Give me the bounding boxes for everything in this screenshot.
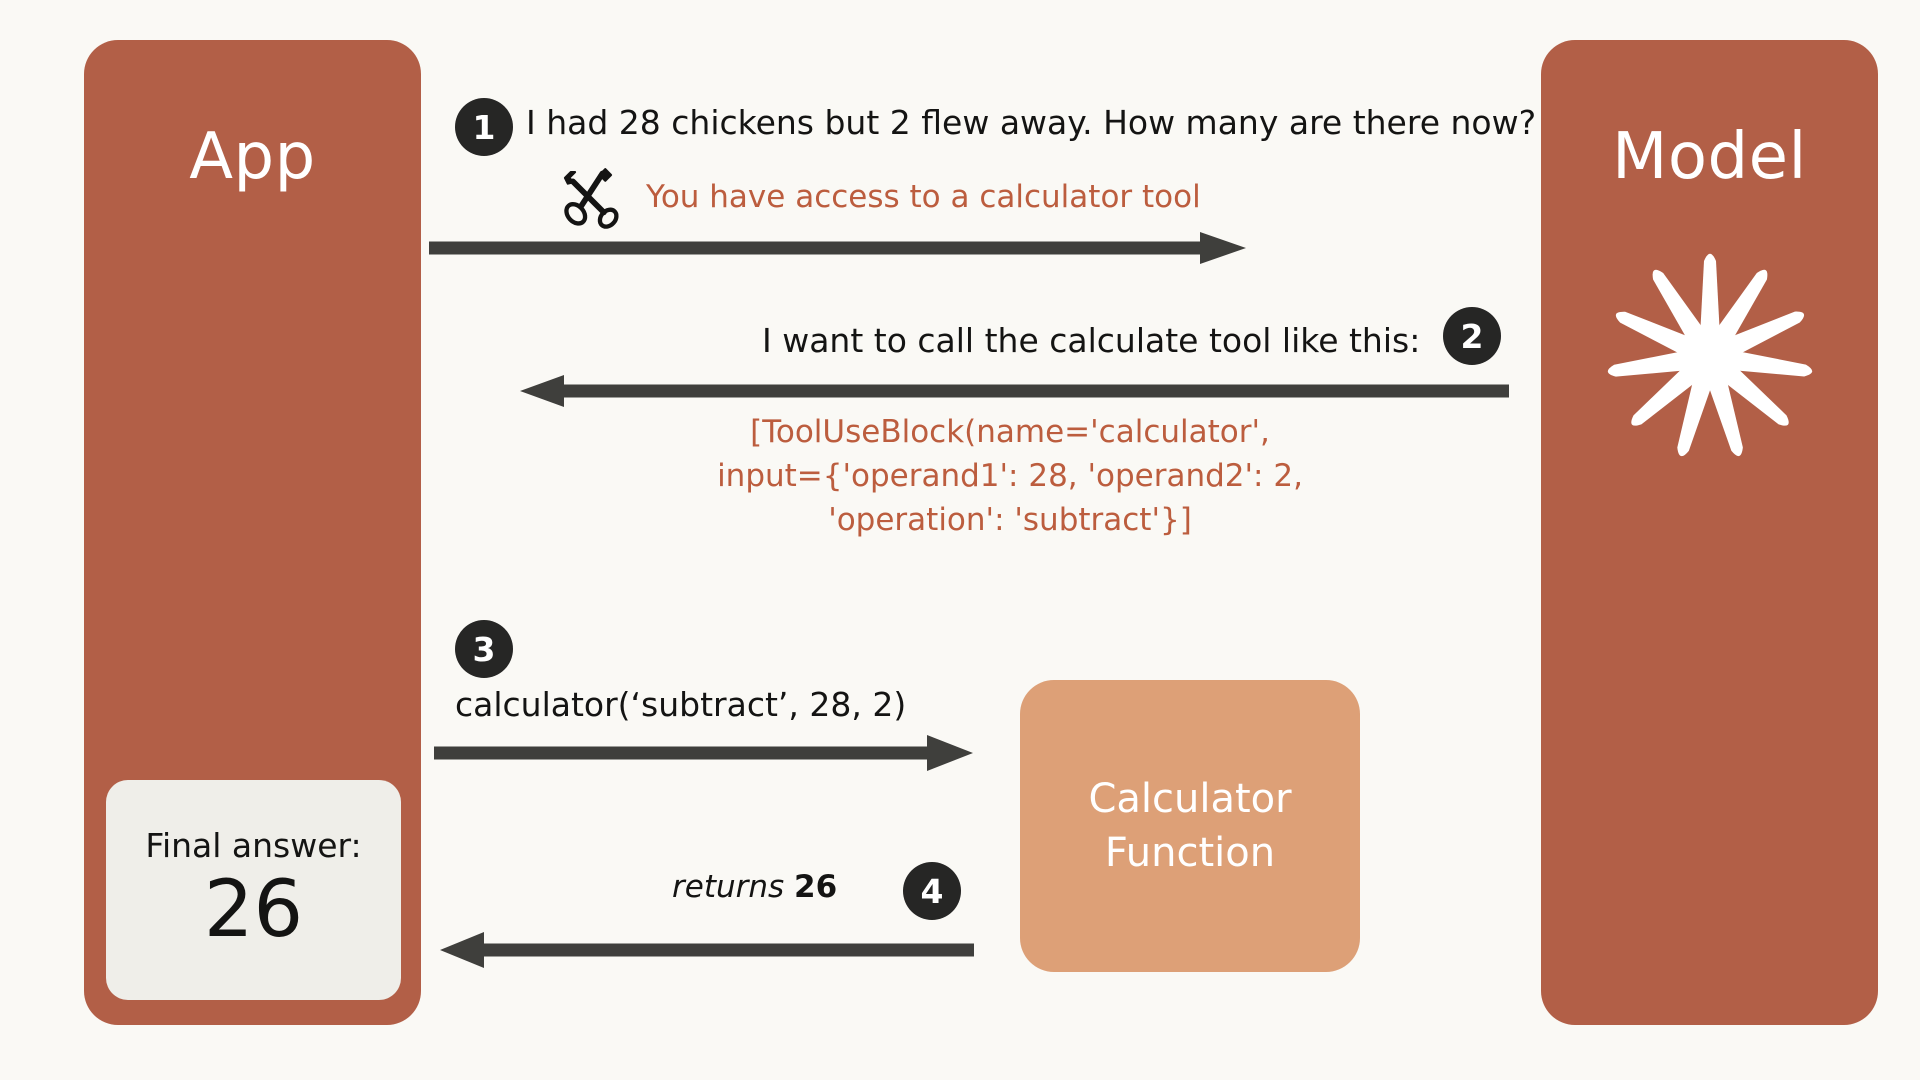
calculator-box-line2: Function (1104, 830, 1276, 876)
model-panel: Model (1541, 40, 1878, 1025)
final-answer-value: 26 (203, 864, 304, 955)
step-3-message: calculator(‘subtract’, 28, 2) (455, 685, 907, 724)
app-panel-title: App (189, 120, 316, 194)
step-1-message: I had 28 chickens but 2 flew away. How m… (526, 103, 1537, 142)
code-line-1: [ToolUseBlock(name='calculator', (750, 414, 1270, 450)
step-4-message-prefix: returns (672, 869, 795, 905)
final-answer-label: Final answer: (145, 825, 362, 865)
step-badge-3: 3 (455, 620, 513, 678)
code-line-2: input={'operand1': 28, 'operand2': 2, (717, 458, 1303, 495)
step-2-message: I want to call the calculate tool like t… (762, 321, 1421, 360)
step-badge-2: 2 (1443, 307, 1501, 365)
calculator-function-box: Calculator Function (1020, 680, 1360, 972)
calculator-box-line1: Calculator (1088, 776, 1292, 822)
tool-note-row: You have access to a calculator tool (552, 162, 1201, 234)
arrow-model-to-app (520, 375, 1509, 407)
model-panel-title: Model (1612, 120, 1807, 194)
tools-icon (563, 168, 619, 229)
step-badge-1: 1 (455, 98, 513, 156)
code-line-3: 'operation': 'subtract'}] (828, 502, 1192, 539)
arrow-app-to-model (429, 232, 1246, 264)
step-4-message: returns 26 (672, 868, 837, 907)
arrow-app-to-calculator (434, 735, 973, 771)
final-answer-card: Final answer: 26 (106, 780, 401, 1000)
starburst-icon (1607, 253, 1812, 457)
arrow-calculator-to-app (440, 932, 974, 968)
step-badge-4: 4 (903, 862, 961, 920)
step-4-message-value: 26 (794, 869, 838, 905)
app-panel: App Final answer: 26 (84, 40, 421, 1025)
step-1-tool-note: You have access to a calculator tool (646, 179, 1201, 216)
step-2-code-block: [ToolUseBlock(name='calculator', input={… (640, 410, 1380, 542)
